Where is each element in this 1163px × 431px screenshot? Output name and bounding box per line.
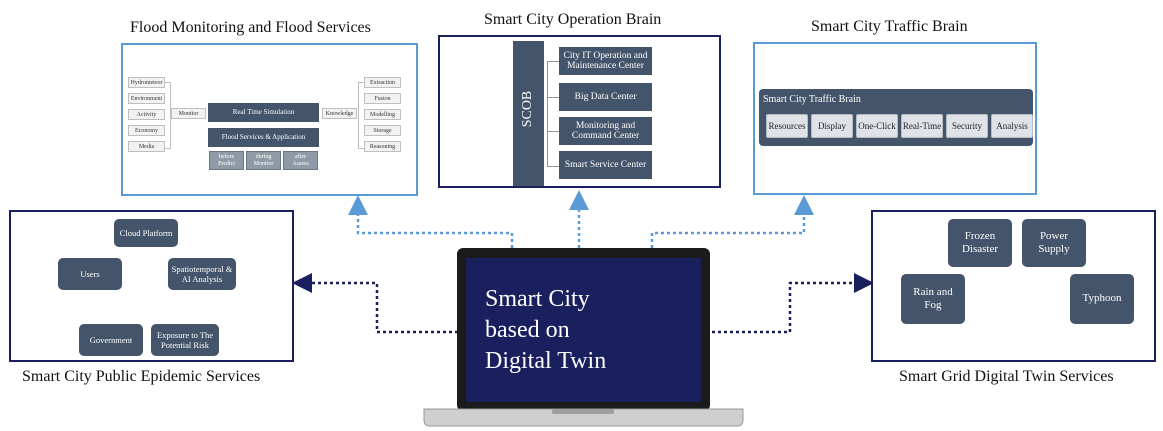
traffic-item: Resources [766,114,808,138]
traffic-item: Real-Time [901,114,943,138]
connector-traffic [652,205,804,248]
flood-right-item: Modelling [364,109,401,120]
connector-grid [712,283,864,332]
flood-panel: Hydrometeor Environment Activity Economy… [121,43,418,196]
flood-right-item: Storage [364,125,401,136]
traffic-item: Analysis [991,114,1033,138]
flood-left-item: Hydrometeor [128,77,165,88]
flood-knowledge: Knowledge [322,108,357,119]
scob-bar: SCOB [513,41,544,186]
traffic-header: Smart City Traffic Brain [763,94,861,105]
grid-typhoon: Typhoon [1070,274,1134,324]
traffic-item: Display [811,114,853,138]
epidemic-title: Smart City Public Epidemic Services [22,368,260,386]
operation-center-smartservice: Smart Service Center [559,151,652,179]
epidemic-government: Government [79,324,143,356]
operation-center-bigdata: Big Data Center [559,83,652,111]
flood-right-item: Extraction [364,77,401,88]
connector-flood [358,205,512,248]
flood-left-item: Economy [128,125,165,136]
flood-monitor: Monitor [171,108,206,119]
center-label: Smart City based on Digital Twin [485,284,606,377]
flood-title: Flood Monitoring and Flood Services [130,19,371,37]
grid-center-label: Smart Grid Digital Twin [980,311,1056,329]
flood-right-item: Reasoning [364,141,401,152]
operation-title: Smart City Operation Brain [484,11,661,29]
traffic-item: One-Click [856,114,898,138]
traffic-panel: Smart City Traffic Brain Resources Displ… [753,42,1037,195]
flood-left-item: Activity [128,109,165,120]
traffic-item: Security [946,114,988,138]
flood-left-item: Media [128,141,165,152]
flood-realtime-simulation: Real Time Simulation [208,103,319,122]
flood-right-item: Fusion [364,93,401,104]
center-line-3: Digital Twin [485,346,606,377]
center-line-1: Smart City [485,284,606,315]
center-line-2: based on [485,315,606,346]
epidemic-users: Users [58,258,122,290]
epidemic-spatiotemporal: Spatiotemporal &AI Analysis [168,258,236,290]
traffic-brain-block: Smart City Traffic Brain Resources Displ… [759,89,1033,146]
scob-label: SCOB [520,74,536,144]
traffic-title: Smart City Traffic Brain [811,18,968,36]
grid-title: Smart Grid Digital Twin Services [899,368,1114,386]
epidemic-panel: Cloud Platform Spatiotemporal &AI Analys… [9,210,294,362]
epidemic-cloud-platform: Cloud Platform [114,219,178,247]
flood-services-application: Flood Services & Application [208,128,319,147]
flood-left-item: Environment [128,93,165,104]
connector-epidemic [302,283,458,332]
